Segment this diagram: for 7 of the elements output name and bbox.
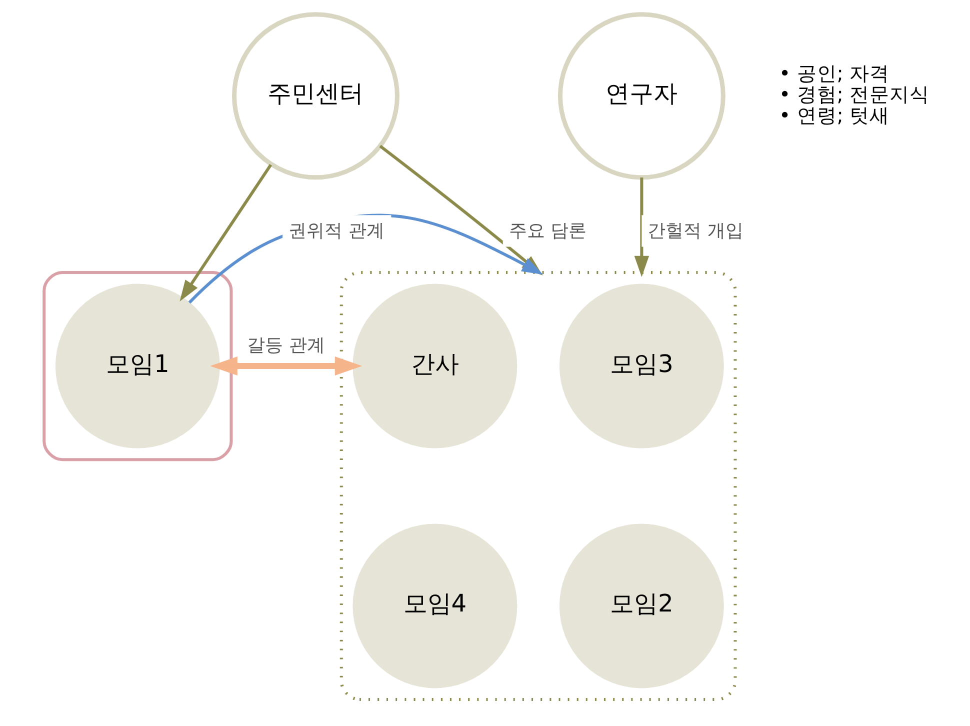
edge-label: 권위적 관계 — [288, 220, 384, 242]
edge-label: 주요 담론 — [508, 220, 586, 242]
label: • 공인; 자격 — [778, 62, 890, 85]
label: • 연령; 텃새 — [778, 104, 890, 128]
label: • 경험; 전문지식 — [778, 83, 930, 106]
edge-label: 간헐적 개입 — [647, 220, 743, 242]
edge-label: 갈등 관계 — [246, 335, 324, 356]
